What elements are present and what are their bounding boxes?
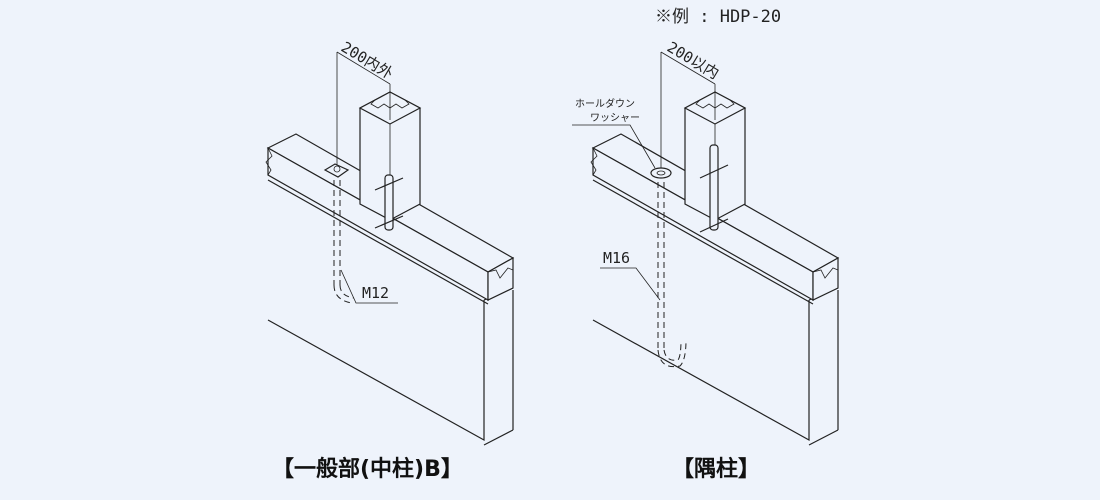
right-bolt-label: M16 [603, 249, 630, 267]
right-caption: 【隅柱】 [672, 457, 760, 482]
washer-label-line1: ホールダウン [575, 97, 635, 110]
left-bolt-label: M12 [362, 284, 389, 302]
hold-down-hardware [709, 144, 719, 231]
left-caption: 【一般部(中柱)B】 [272, 456, 463, 482]
hold-down-hardware [384, 174, 394, 231]
right-dimension-label: 200以内 [664, 38, 722, 83]
left-diagram: 200内外 M12 【一般部(中柱)B】 [265, 38, 514, 482]
square-washer [323, 163, 350, 178]
hold-down-washer [650, 167, 672, 179]
left-dimension-label: 200内外 [338, 38, 396, 83]
washer-label-line2: ワッシャー [590, 113, 640, 124]
example-note: ※例 : HDP-20 [655, 7, 781, 27]
right-diagram: ※例 : HDP-20 200以内 ホールダウン ワッシャー M16 【隅柱】 [572, 7, 839, 482]
